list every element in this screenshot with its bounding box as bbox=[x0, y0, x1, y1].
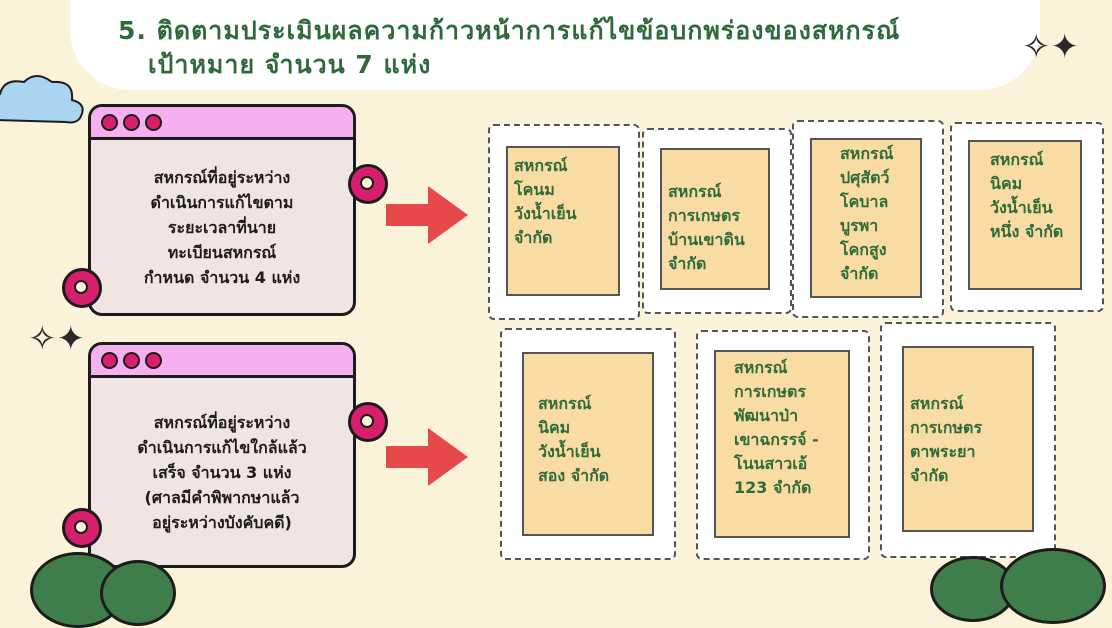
binder-ring-icon bbox=[62, 268, 102, 308]
cooperative-stamp: สหกรณ์ ปศุสัตว์ โคบาล บูรพา โคกสูง จำกัด bbox=[792, 120, 944, 318]
cooperative-name: สหกรณ์ นิคม วังน้ำเย็น สอง จำกัด bbox=[522, 352, 654, 536]
cooperative-stamp: สหกรณ์ การเกษตร บ้านเขาดิน จำกัด bbox=[642, 128, 792, 314]
sparkle-icon: ✧✦ bbox=[28, 319, 85, 359]
binder-ring-icon bbox=[348, 164, 388, 204]
bush-decoration bbox=[100, 560, 176, 626]
window-dot-icon bbox=[145, 113, 162, 131]
binder-ring-icon bbox=[62, 508, 102, 548]
binder-ring-icon bbox=[348, 402, 388, 442]
bush-decoration bbox=[1000, 548, 1106, 624]
cooperative-stamp: สหกรณ์ การเกษตร พัฒนาป่า เขาฉกรรจ์ - โนน… bbox=[696, 330, 870, 560]
cooperative-stamp: สหกรณ์ โคนม วังน้ำเย็น จำกัด bbox=[488, 124, 640, 320]
title-banner bbox=[70, 0, 1040, 90]
window-text: สหกรณ์ที่อยู่ระหว่าง ดำเนินการแก้ไขใกล้แ… bbox=[137, 412, 307, 532]
window-title-bar bbox=[91, 107, 353, 140]
cooperative-name: สหกรณ์ นิคม วังน้ำเย็น หนึ่ง จำกัด bbox=[968, 140, 1082, 290]
cooperative-name: สหกรณ์ โคนม วังน้ำเย็น จำกัด bbox=[506, 146, 620, 296]
status-window-near-complete: สหกรณ์ที่อยู่ระหว่าง ดำเนินการแก้ไขใกล้แ… bbox=[88, 342, 356, 568]
status-window-in-progress: สหกรณ์ที่อยู่ระหว่าง ดำเนินการแก้ไขตาม ร… bbox=[88, 104, 356, 316]
cooperative-stamp: สหกรณ์ นิคม วังน้ำเย็น หนึ่ง จำกัด bbox=[950, 122, 1104, 312]
window-dot-icon bbox=[123, 113, 140, 131]
cooperative-name: สหกรณ์ การเกษตร ตาพระยา จำกัด bbox=[902, 346, 1034, 532]
window-text: สหกรณ์ที่อยู่ระหว่าง ดำเนินการแก้ไขตาม ร… bbox=[143, 167, 301, 287]
title-line-2: เป้าหมาย จำนวน 7 แห่ง bbox=[148, 50, 432, 79]
sparkle-icon: ✧✦ bbox=[1022, 27, 1079, 67]
cooperative-name: สหกรณ์ การเกษตร พัฒนาป่า เขาฉกรรจ์ - โนน… bbox=[714, 350, 850, 538]
arrow-right-icon bbox=[386, 428, 468, 486]
cooperative-name: สหกรณ์ ปศุสัตว์ โคบาล บูรพา โคกสูง จำกัด bbox=[810, 138, 922, 298]
cooperative-name: สหกรณ์ การเกษตร บ้านเขาดิน จำกัด bbox=[660, 148, 770, 290]
window-dot-icon bbox=[145, 351, 162, 369]
page-title: 5. ติดตามประเมินผลความก้าวหน้าการแก้ไขข้… bbox=[118, 14, 998, 82]
window-dot-icon bbox=[101, 113, 118, 131]
arrow-right-icon bbox=[386, 186, 468, 244]
cooperative-stamp: สหกรณ์ การเกษตร ตาพระยา จำกัด bbox=[880, 322, 1056, 558]
window-dot-icon bbox=[123, 351, 140, 369]
cooperative-stamp: สหกรณ์ นิคม วังน้ำเย็น สอง จำกัด bbox=[500, 328, 676, 560]
title-line-1: 5. ติดตามประเมินผลความก้าวหน้าการแก้ไขข้… bbox=[118, 16, 901, 45]
window-dot-icon bbox=[101, 351, 118, 369]
cloud-icon bbox=[0, 75, 84, 124]
window-title-bar bbox=[91, 345, 353, 378]
